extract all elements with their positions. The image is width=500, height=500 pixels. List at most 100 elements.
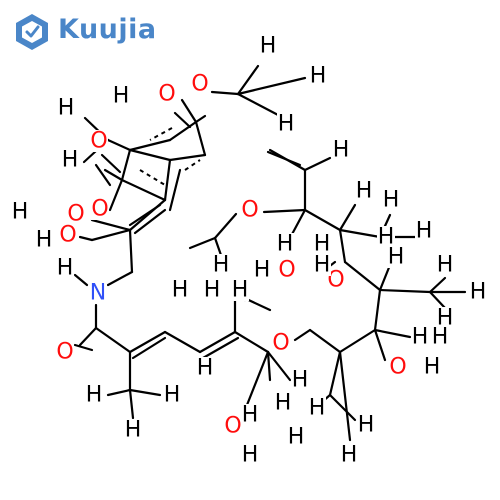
atom-label-bg bbox=[259, 35, 277, 57]
atom-label-bg bbox=[377, 226, 395, 248]
atom-label-bg bbox=[241, 199, 259, 221]
bond bbox=[328, 350, 342, 397]
bond bbox=[373, 328, 387, 362]
atom-label-bg bbox=[423, 356, 441, 378]
atom-label-bg bbox=[231, 279, 249, 301]
atom-label-h-h: H bbox=[254, 258, 271, 283]
atom-label-h-q1: H bbox=[412, 325, 429, 350]
bond-layer bbox=[73, 64, 467, 442]
atom-label-h-e5: H bbox=[277, 232, 294, 257]
atom-label-h-b4: H bbox=[275, 391, 292, 416]
atom-label-h-r1: H bbox=[388, 245, 405, 270]
bond bbox=[373, 288, 382, 332]
atom-label-bg bbox=[309, 65, 327, 87]
atom-label-bg bbox=[431, 326, 449, 348]
atom-label-o-top: O bbox=[158, 82, 175, 107]
atom-label-bg bbox=[469, 281, 487, 303]
bond bbox=[338, 228, 382, 239]
atom-label-bg bbox=[191, 73, 209, 95]
atom-label-bg bbox=[308, 397, 326, 419]
atom-label-bg bbox=[196, 357, 214, 379]
atom-label-bg bbox=[272, 332, 290, 354]
atom-label-bg bbox=[291, 369, 309, 391]
atom-label-h-w: H bbox=[242, 443, 259, 468]
atom-label-bg bbox=[274, 392, 292, 414]
bond bbox=[73, 273, 89, 287]
double-bond bbox=[266, 150, 302, 167]
atom-label-o-h2: O bbox=[327, 268, 344, 293]
bond bbox=[303, 156, 332, 172]
bond bbox=[163, 330, 202, 354]
atom-label-bg bbox=[241, 404, 259, 426]
bond bbox=[128, 388, 135, 420]
atom-label-h-b6: H bbox=[288, 425, 305, 450]
bond bbox=[106, 138, 132, 152]
atom-label-h-l3: H bbox=[62, 148, 79, 173]
atom-label-bg bbox=[11, 201, 29, 223]
atom-label-bg bbox=[158, 83, 176, 105]
atom-label-h-e2: H bbox=[383, 188, 400, 213]
atom-label-bg bbox=[436, 254, 454, 276]
bond bbox=[168, 168, 182, 212]
atom-label-h-w2: H bbox=[242, 403, 259, 428]
atom-label-h-b3: H bbox=[309, 396, 326, 421]
atom-label-h-b1: H bbox=[197, 356, 214, 381]
double-bond bbox=[128, 203, 162, 227]
bond bbox=[338, 228, 347, 264]
atom-label-bg bbox=[56, 341, 74, 363]
double-bond bbox=[173, 111, 192, 129]
atom-label-bg bbox=[411, 326, 429, 348]
bond bbox=[328, 393, 357, 422]
atom-label-o-w: O bbox=[224, 414, 241, 439]
atom-label-o-h: O bbox=[278, 258, 295, 283]
bond bbox=[308, 328, 342, 354]
bond bbox=[106, 388, 132, 397]
atom-label-bg bbox=[389, 356, 407, 378]
bond bbox=[262, 208, 307, 214]
atom-label-bg bbox=[278, 259, 296, 281]
atom-label-h-e4: H bbox=[416, 219, 433, 244]
bond bbox=[194, 120, 207, 157]
bond bbox=[243, 350, 270, 412]
site-header: Kuujia bbox=[0, 0, 500, 60]
atom-label-o-q: O bbox=[389, 355, 406, 380]
atom-label-h-n: H bbox=[57, 256, 74, 281]
bond bbox=[338, 203, 357, 232]
bond bbox=[168, 153, 207, 162]
double-bond bbox=[73, 343, 94, 352]
bond bbox=[180, 98, 198, 124]
atom-label-bg bbox=[212, 254, 230, 276]
atom-label-bg bbox=[61, 149, 79, 171]
atom-label-bg bbox=[313, 254, 331, 276]
bond bbox=[210, 90, 240, 96]
bond bbox=[128, 148, 172, 162]
atom-label-bg bbox=[340, 444, 358, 466]
atom-label-bg bbox=[59, 224, 77, 246]
atom-label-o-e: O bbox=[241, 198, 258, 223]
bond bbox=[90, 228, 132, 242]
atom-label-h-c: H bbox=[36, 228, 53, 253]
bond bbox=[128, 330, 167, 354]
brand-name: Kuujia bbox=[58, 14, 157, 45]
atom-label-h-l1: H bbox=[113, 84, 130, 109]
atom-label-bg bbox=[85, 384, 103, 406]
atom-label-h-b5: H bbox=[358, 413, 375, 438]
bond bbox=[128, 138, 172, 152]
bond bbox=[78, 326, 98, 347]
atom-label-h-r3: H bbox=[470, 280, 487, 305]
bond bbox=[266, 350, 272, 382]
atom-label-h-l2: H bbox=[58, 96, 75, 121]
atom-label-h-t3: H bbox=[278, 112, 295, 137]
bond bbox=[293, 328, 312, 342]
atom-label-o-top2: O bbox=[191, 72, 208, 97]
bond bbox=[236, 92, 282, 118]
bond bbox=[163, 158, 172, 202]
bond bbox=[94, 326, 132, 354]
atom-label-bg bbox=[112, 85, 130, 107]
bond bbox=[78, 235, 94, 242]
atom-label-bg bbox=[163, 384, 181, 406]
bond bbox=[378, 263, 392, 292]
atom-label-bg bbox=[327, 269, 345, 291]
bond bbox=[103, 168, 124, 182]
atom-label-bg bbox=[89, 282, 107, 304]
